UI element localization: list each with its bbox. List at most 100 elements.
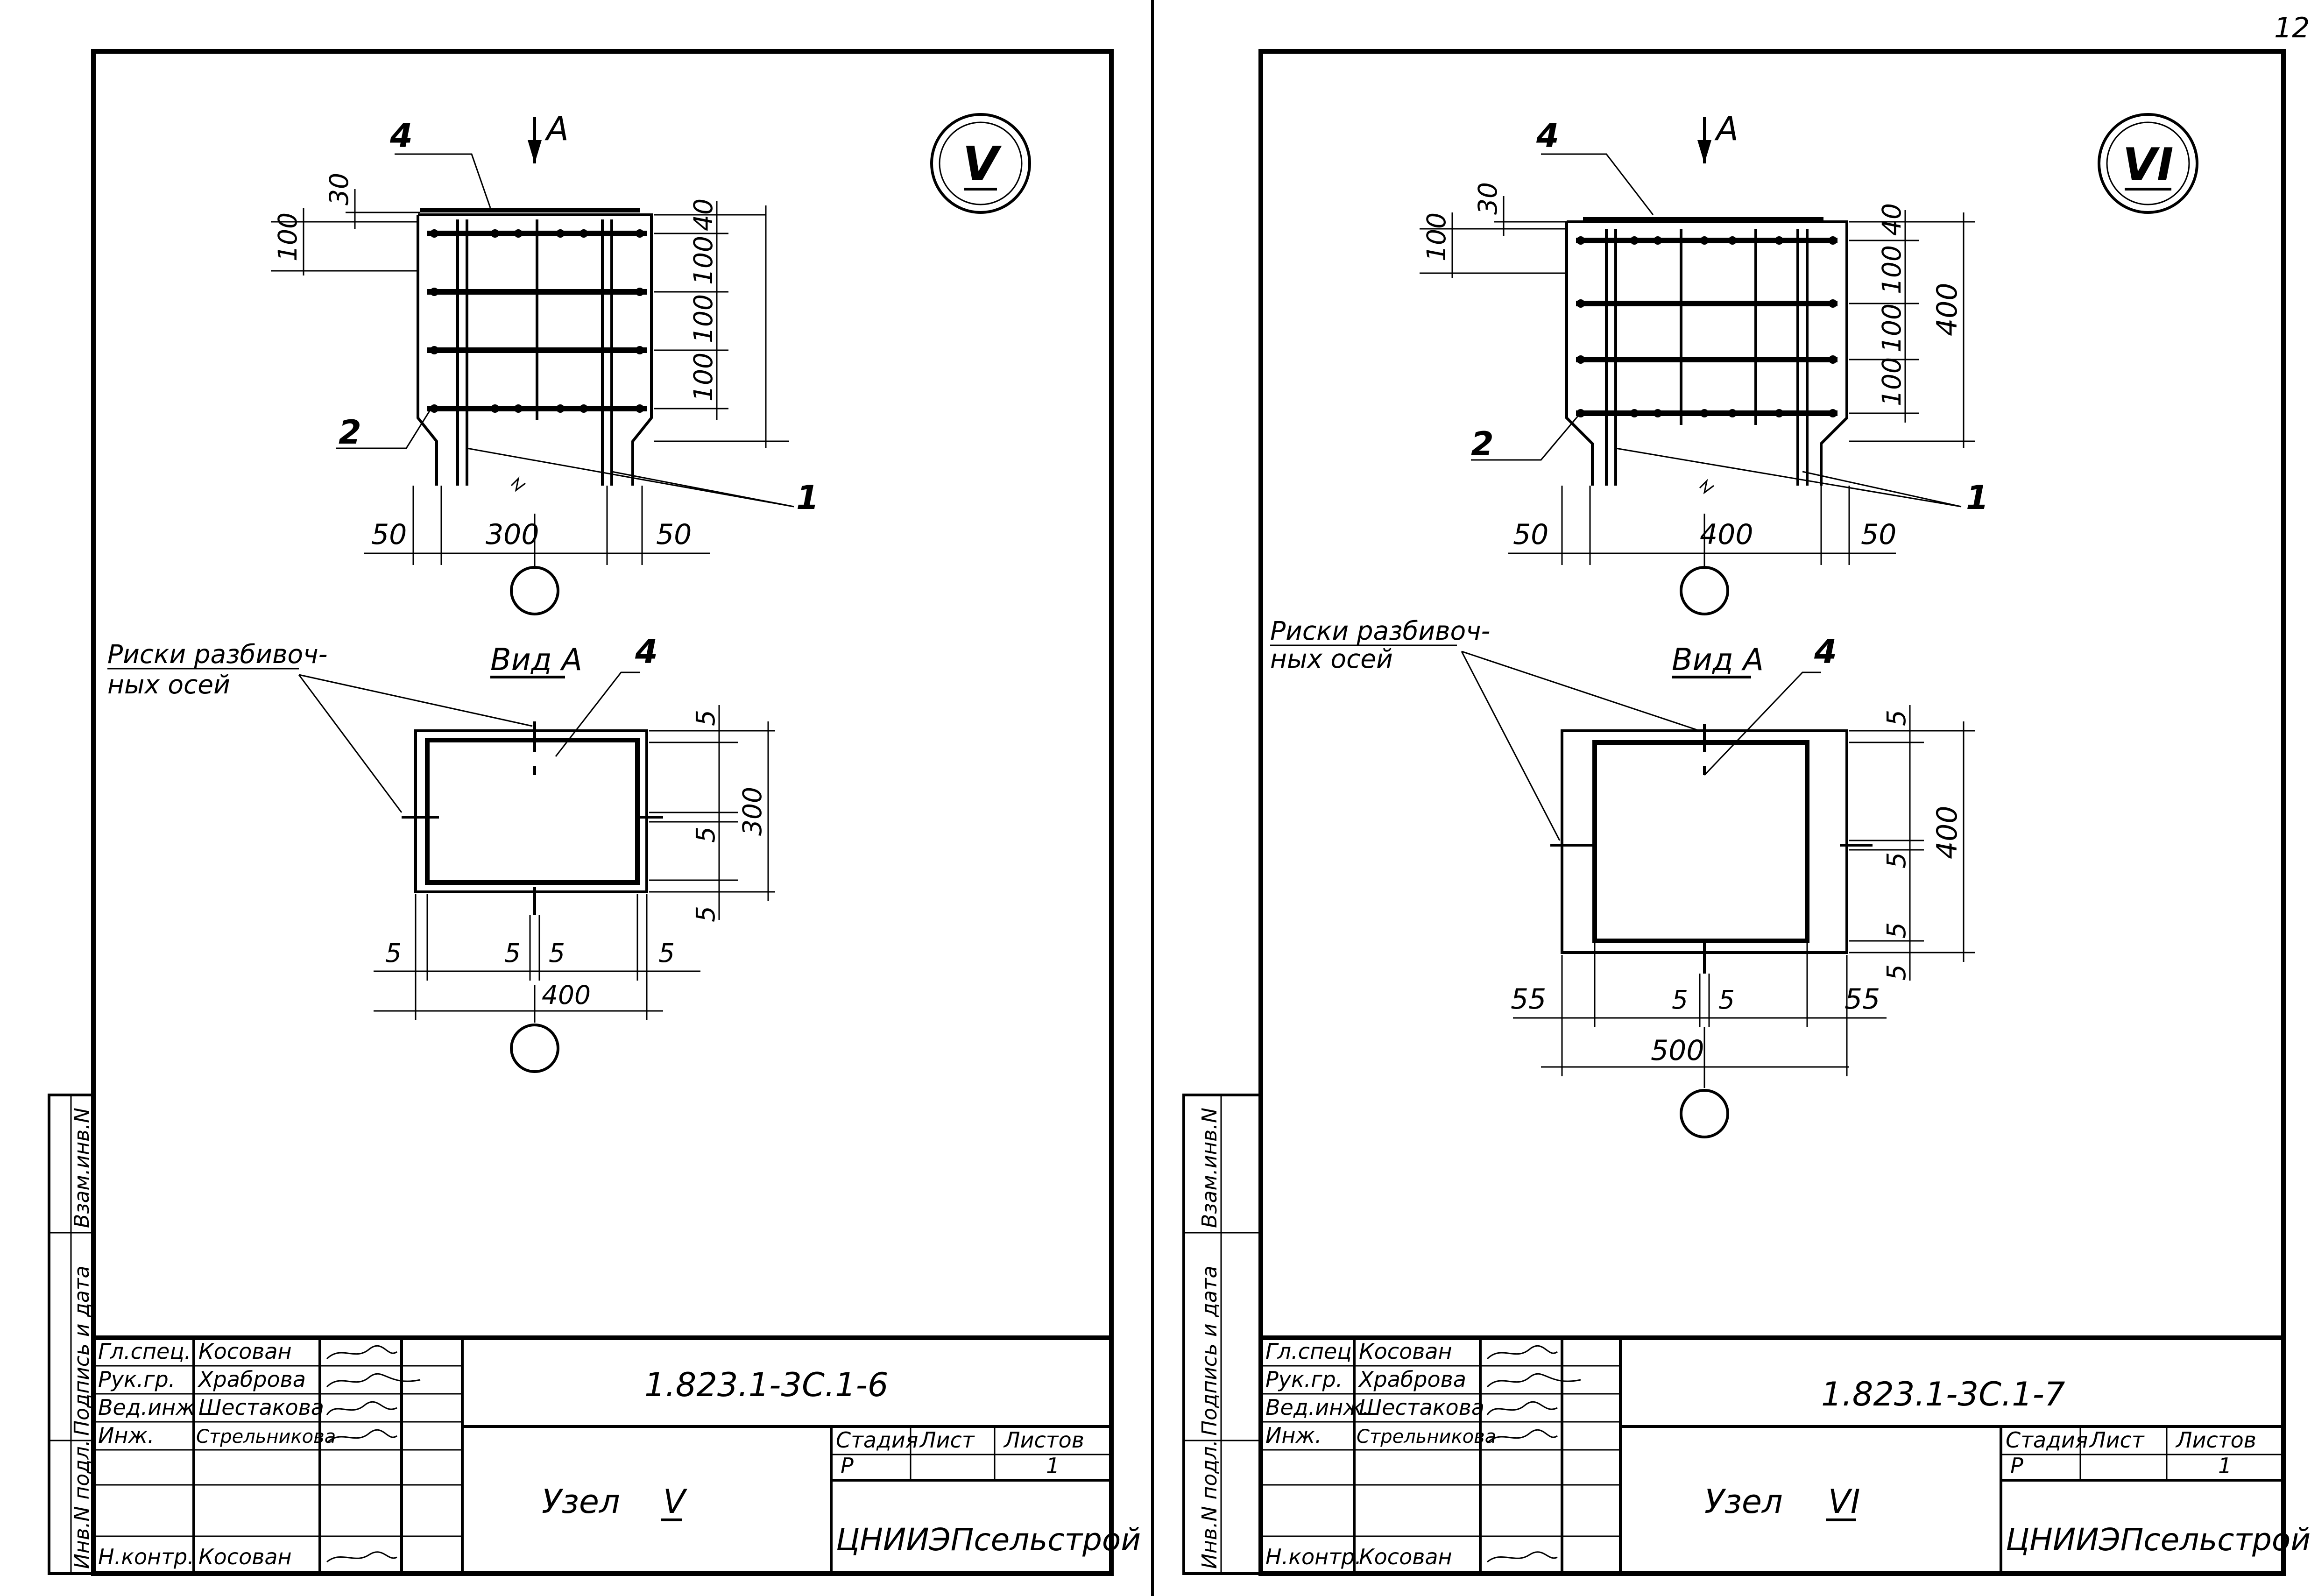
- tb-role-3: Инж.: [1265, 1423, 1322, 1448]
- marks-label-2: ных осей: [107, 670, 230, 699]
- column-outline: [414, 729, 648, 893]
- dim-total: 400: [1931, 282, 1964, 336]
- dim-right-c: 100: [1877, 304, 1907, 353]
- dim-side: 100: [273, 212, 303, 261]
- view-dim-width: 500: [1651, 1034, 1704, 1067]
- tb-org: ЦНИИЭПсельстрой: [2006, 1522, 2311, 1558]
- dim-right-d: 100: [1877, 357, 1907, 406]
- tb-stage-head: Стадия: [2006, 1427, 2088, 1453]
- node-mark-label: VI: [2123, 139, 2174, 191]
- dim-right-a: 40: [1877, 203, 1907, 236]
- side-stamp: Взам.инв.N Подпись и дата Инв.N подл.: [48, 1094, 95, 1575]
- sheet-node-v: Взам.инв.N Подпись и дата Инв.N подл. V …: [48, 49, 1141, 1576]
- stamp-repl-inv: Взам.инв.N: [1198, 1108, 1222, 1228]
- view-dim-bot-r: 5: [691, 906, 721, 922]
- view-dim-mid-r: 5: [1881, 852, 1911, 869]
- tb-role-1: Рук.гр.: [98, 1367, 175, 1392]
- tb-role-2: Вед.инж.: [1265, 1395, 1369, 1420]
- signature-marks: [1486, 1345, 1581, 1563]
- view-dim-right: 5: [658, 938, 675, 968]
- tb-name-0: Косован: [198, 1339, 292, 1364]
- view-a: Риски разбивоч- ных осей Вид А 4 5: [107, 633, 775, 1073]
- page-number: 12: [2274, 12, 2310, 44]
- column-section: 4 2 1 100 30 40 100 100 100: [271, 117, 819, 615]
- tb-sheets-head: Листов: [1003, 1427, 1084, 1453]
- tb-title-prefix: Узел: [1704, 1483, 1783, 1521]
- callout-weld: 2: [339, 413, 361, 452]
- callout-view-plate: 4: [1814, 633, 1837, 671]
- dim-right-a: 40: [688, 198, 718, 231]
- side-stamp: Взам.инв.N Подпись и дата Инв.N подл.: [1182, 1094, 1262, 1575]
- tb-role-2: Вед.инж: [98, 1395, 195, 1420]
- view-arrow: А: [528, 110, 569, 163]
- view-dim-left: 55: [1511, 983, 1546, 1016]
- view-dim-width: 400: [542, 980, 591, 1010]
- view-dim-mid-r: 5: [691, 826, 721, 843]
- view-dim-c2: 5: [549, 938, 565, 968]
- dim-top-cover: 30: [1473, 182, 1503, 215]
- axis-circle-view: [510, 1024, 559, 1073]
- callout-plate: 4: [1536, 117, 1559, 155]
- tb-role-5: Н.контр.: [1265, 1544, 1362, 1569]
- view-dim-top: 5: [1881, 710, 1911, 726]
- view-dim-height: 400: [1931, 805, 1964, 859]
- tb-name-3: Стрельникова: [1357, 1426, 1496, 1448]
- title-block: Гл.спец. Рук.гр. Вед.инж Инж. Н.контр. К…: [91, 1335, 1141, 1576]
- view-dim-height: 300: [737, 787, 767, 836]
- tb-name-5: Косован: [1359, 1544, 1452, 1569]
- view-dim-top: 5: [691, 710, 721, 726]
- node-mark: V: [930, 113, 1031, 214]
- stamp-inv-orig: Инв.N подл.: [1198, 1440, 1222, 1569]
- tb-title-mark: VI: [1828, 1483, 1860, 1521]
- tb-sheet-head: Лист: [2089, 1427, 2145, 1453]
- tb-name-3: Стрельникова: [196, 1426, 336, 1448]
- column-outline: [1561, 729, 1848, 954]
- sheet-node-vi: Взам.инв.N Подпись и дата Инв.N подл. VI…: [1182, 49, 2311, 1576]
- tb-sheets: 1: [1046, 1453, 1060, 1478]
- view-dim-right: 55: [1845, 983, 1880, 1016]
- view-arrow: А: [1697, 110, 1739, 163]
- dim-right-c: 100: [688, 294, 718, 343]
- tb-role-3: Инж.: [98, 1423, 155, 1448]
- dim-bottom-right: 50: [656, 518, 692, 551]
- marks-label-1: Риски разбивоч-: [1270, 616, 1491, 646]
- tb-code: 1.823.1-3С.1-7: [1821, 1375, 2065, 1413]
- callout-bars: 1: [1966, 479, 1989, 517]
- dim-bottom-left: 50: [1513, 518, 1548, 551]
- view-title: Вид А: [490, 643, 582, 678]
- stamp-sign-date: Подпись и дата: [70, 1266, 94, 1436]
- dim-right-b: 100: [688, 236, 718, 285]
- view-dim-c1: 5: [1672, 985, 1688, 1015]
- embedded-plate-view: [1592, 740, 1809, 943]
- embedded-plate-view: [425, 738, 640, 885]
- title-block: Гл.спец. Рук.гр. Вед.инж. Инж. Н.контр. …: [1258, 1335, 2311, 1576]
- marks-label-2: ных осей: [1270, 644, 1393, 674]
- view-dim-c2: 5: [1718, 985, 1735, 1015]
- node-mark-label: V: [962, 136, 1002, 191]
- tb-stage-head: Стадия: [836, 1427, 918, 1453]
- axis-circle: [1680, 566, 1729, 615]
- dim-bottom-mid: 400: [1700, 518, 1753, 551]
- tb-code: 1.823.1-3С.1-6: [644, 1366, 888, 1404]
- tb-role-0: Гл.спец.: [1265, 1339, 1358, 1364]
- view-dim-left: 5: [385, 938, 402, 968]
- tb-name-5: Косован: [198, 1544, 292, 1569]
- signature-marks: [326, 1345, 421, 1563]
- view-dim-bot-r1: 5: [1881, 922, 1911, 939]
- tb-role-1: Рук.гр.: [1265, 1367, 1343, 1392]
- view-dim-c1: 5: [504, 938, 521, 968]
- axis-circle-view: [1680, 1089, 1729, 1138]
- dim-top-cover: 30: [324, 173, 354, 205]
- tb-stage: Р: [2010, 1453, 2023, 1478]
- view-arrow-label: А: [1714, 110, 1739, 148]
- view-dim-bot-r2: 5: [1881, 964, 1911, 981]
- callout-plate: 4: [389, 117, 413, 155]
- dim-bottom-mid: 300: [486, 518, 539, 551]
- tb-role-0: Гл.спец.: [98, 1339, 191, 1364]
- tb-sheet-head: Лист: [919, 1427, 975, 1453]
- tb-name-1: Храброва: [1358, 1367, 1466, 1392]
- dim-side: 100: [1421, 212, 1451, 261]
- callout-bars: 1: [796, 479, 819, 517]
- callout-weld: 2: [1471, 425, 1494, 463]
